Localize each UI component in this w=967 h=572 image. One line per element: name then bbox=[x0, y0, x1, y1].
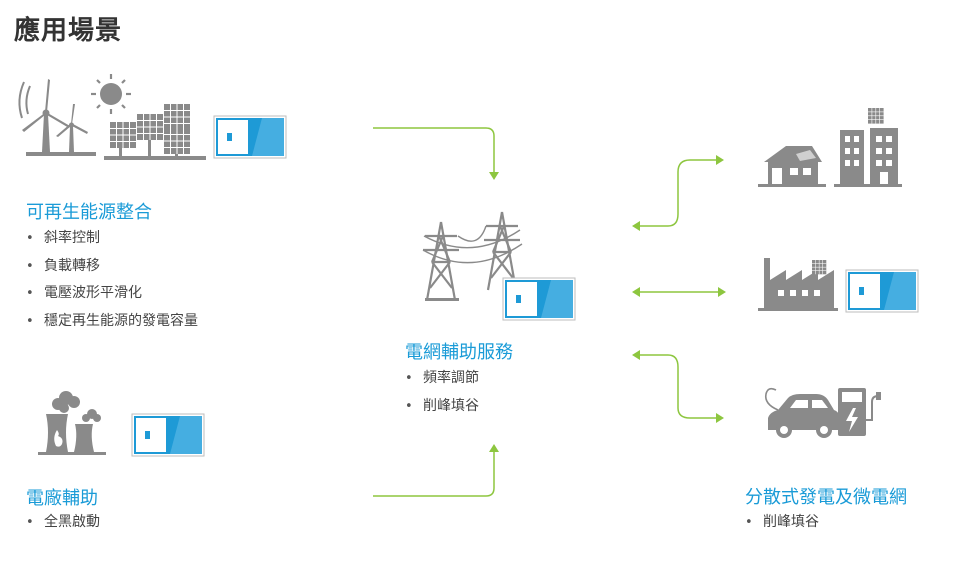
plant-list: 全黑啟動 bbox=[26, 509, 100, 537]
battery-icon bbox=[213, 115, 287, 159]
solar-panel-icon bbox=[104, 103, 206, 160]
battery-icon bbox=[502, 277, 576, 321]
list-item: 全黑啟動 bbox=[26, 509, 100, 537]
list-item: 頻率調節 bbox=[405, 365, 479, 393]
renewable-list: 斜率控制 負載轉移 電壓波形平滑化 穩定再生能源的發電容量 bbox=[26, 225, 198, 335]
sun-icon bbox=[91, 74, 131, 114]
list-item: 電壓波形平滑化 bbox=[26, 280, 198, 308]
flow-arrows bbox=[373, 127, 718, 497]
grid-list: 頻率調節 削峰填谷 bbox=[405, 365, 479, 420]
wind-turbine-icon bbox=[18, 79, 96, 156]
list-item: 削峰填谷 bbox=[405, 393, 479, 421]
battery-icon bbox=[845, 269, 919, 313]
list-item: 斜率控制 bbox=[26, 225, 198, 253]
grid-title: 電網輔助服務 bbox=[405, 342, 513, 363]
house-icon bbox=[758, 146, 826, 187]
list-item: 穩定再生能源的發電容量 bbox=[26, 308, 198, 336]
list-item: 負載轉移 bbox=[26, 253, 198, 281]
renewable-title: 可再生能源整合 bbox=[26, 202, 152, 223]
electric-car-icon bbox=[764, 387, 840, 438]
building-icon bbox=[834, 107, 902, 187]
factory-icon bbox=[758, 258, 838, 311]
list-item: 削峰填谷 bbox=[745, 509, 819, 537]
charging-station-icon bbox=[838, 388, 881, 436]
plant-title: 電廠輔助 bbox=[26, 488, 98, 509]
power-plant-icon bbox=[38, 391, 106, 455]
distributed-title: 分散式發電及微電網 bbox=[745, 487, 907, 508]
distributed-list: 削峰填谷 bbox=[745, 509, 819, 537]
page-title: 應用場景 bbox=[14, 16, 123, 46]
arrowheads bbox=[489, 155, 726, 452]
transmission-tower-icon bbox=[421, 210, 523, 302]
battery-icon bbox=[131, 413, 205, 457]
